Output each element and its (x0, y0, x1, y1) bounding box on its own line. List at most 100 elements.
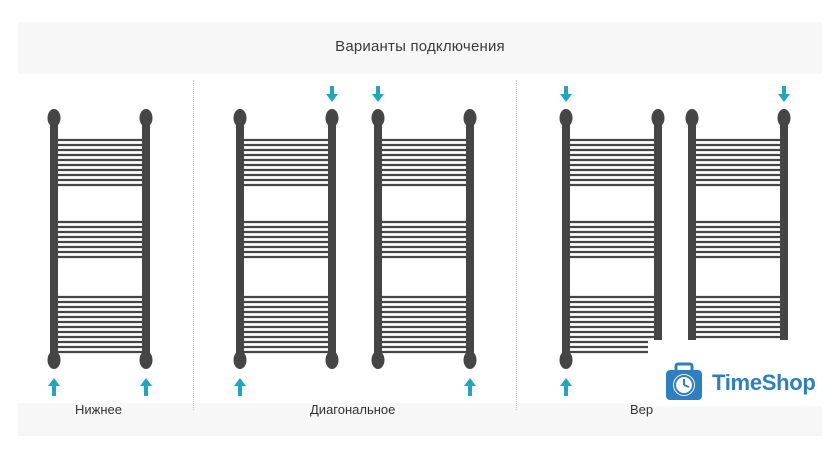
rung (238, 230, 334, 239)
rung (238, 325, 334, 334)
rail-cap (559, 351, 573, 369)
rung (564, 250, 660, 259)
rung (238, 295, 334, 304)
rail-cap (325, 351, 339, 369)
rung (376, 168, 472, 177)
rung (564, 315, 660, 324)
rail-cap (651, 109, 665, 127)
rung (52, 325, 148, 334)
rung (564, 138, 660, 147)
radiator-diagonal-connection-1 (233, 86, 339, 396)
side-rail (562, 122, 570, 354)
rung (52, 305, 148, 314)
rung (376, 230, 472, 239)
group-divider (516, 80, 517, 410)
rung (690, 168, 786, 177)
rung (564, 335, 660, 344)
group-label-side: Вер (630, 402, 654, 417)
arrow-down-icon (326, 86, 338, 102)
side-rail (374, 122, 382, 354)
rail-cap (559, 109, 573, 127)
rung (238, 168, 334, 177)
rung (376, 148, 472, 157)
side-rail (780, 122, 788, 354)
rung (564, 148, 660, 157)
rail-cap (47, 351, 61, 369)
rung (238, 148, 334, 157)
side-rail (328, 122, 336, 354)
rung (52, 148, 148, 157)
rung (238, 250, 334, 259)
rail-cap (371, 351, 385, 369)
rail-cap (463, 109, 477, 127)
rung (690, 220, 786, 229)
rung (376, 250, 472, 259)
side-rail (236, 122, 244, 354)
rail-cap (777, 109, 791, 127)
rung (564, 220, 660, 229)
rung (690, 138, 786, 147)
rung (238, 138, 334, 147)
rung (52, 138, 148, 147)
rung (376, 240, 472, 249)
group-label-bottom: Нижнее (75, 402, 122, 417)
rung (238, 305, 334, 314)
arrow-up-icon (140, 378, 152, 396)
rung (564, 168, 660, 177)
arrow-down-icon (560, 86, 572, 102)
rung (690, 240, 786, 249)
rung (690, 305, 786, 314)
rung (376, 220, 472, 229)
rung (52, 250, 148, 259)
rung (690, 250, 786, 259)
rung (376, 305, 472, 314)
group-label-diagonal: Диагональное (310, 402, 396, 417)
rung (52, 240, 148, 249)
rung (564, 305, 660, 314)
rail-cap (685, 109, 699, 127)
rail-cap (233, 351, 247, 369)
rung (376, 138, 472, 147)
rung (564, 240, 660, 249)
rail-cap (371, 109, 385, 127)
rung (52, 178, 148, 187)
rung (564, 230, 660, 239)
header-band (18, 22, 822, 74)
footer-band (18, 403, 822, 436)
rung (238, 335, 334, 344)
arrow-up-icon (464, 378, 476, 396)
arrow-down-icon (372, 86, 384, 102)
radiator-diagonal-connection-2 (371, 86, 477, 396)
rung (52, 220, 148, 229)
rung (52, 295, 148, 304)
rung (376, 158, 472, 167)
rung (238, 158, 334, 167)
group-divider (193, 80, 194, 410)
side-rail (466, 122, 474, 354)
radiator-bottom-connection (47, 109, 153, 396)
rung (238, 178, 334, 187)
rail-cap (139, 351, 153, 369)
rung (690, 230, 786, 239)
rung (690, 158, 786, 167)
rung (52, 158, 148, 167)
arrow-up-icon (234, 378, 246, 396)
side-rail (688, 122, 696, 354)
rung (376, 335, 472, 344)
page-title: Варианты подключения (335, 38, 505, 55)
rail-cap (463, 351, 477, 369)
rung (376, 315, 472, 324)
rung (564, 295, 660, 304)
rail-cap (233, 109, 247, 127)
rail-cap (47, 109, 61, 127)
rung (690, 315, 786, 324)
rung (564, 345, 660, 354)
rung (564, 178, 660, 187)
logo-text: TimeShop (712, 370, 816, 395)
side-rail (50, 122, 58, 354)
rung (690, 178, 786, 187)
arrow-up-icon (48, 378, 60, 396)
rung (238, 345, 334, 354)
rung (52, 335, 148, 344)
rail-cap (139, 109, 153, 127)
